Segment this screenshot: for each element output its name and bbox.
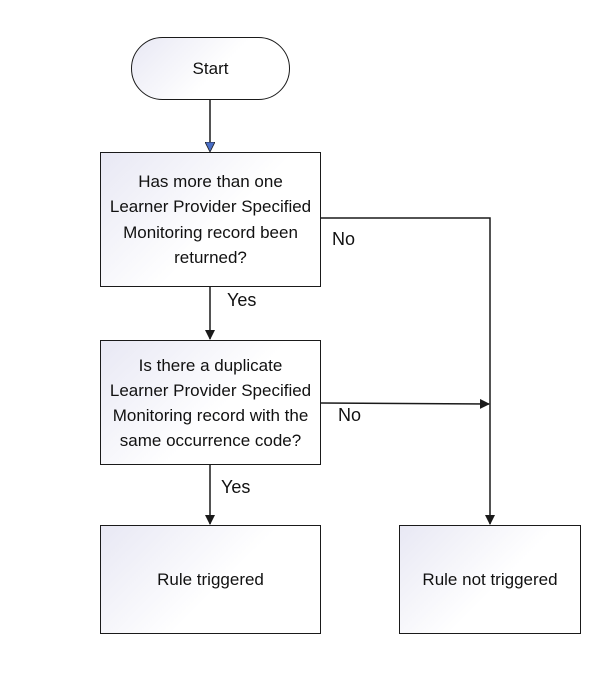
- connector-decision1-no: [321, 217, 495, 525]
- connector-decision2-no: [320, 398, 490, 409]
- outcome-rule-triggered-text: Rule triggered: [157, 569, 264, 589]
- edge-label-decision2-yes: Yes: [221, 477, 251, 497]
- decision-duplicate-occurrence-text: Is there a duplicate Learner Provider Sp…: [109, 355, 312, 450]
- edge-label-decision1-no: No: [332, 229, 356, 249]
- start-label: Start: [192, 58, 229, 78]
- edge-label-decision2-no: No: [338, 405, 362, 425]
- edge-label-decision1-yes: Yes: [227, 290, 257, 310]
- decision-multiple-records-text: Has more than one Learner Provider Speci…: [109, 171, 312, 268]
- decision-multiple-records: Has more than one Learner Provider Speci…: [100, 152, 321, 287]
- outcome-rule-not-triggered: Rule not triggered: [399, 525, 581, 634]
- decision-duplicate-occurrence: Is there a duplicate Learner Provider Sp…: [100, 340, 321, 465]
- outcome-rule-not-triggered-text: Rule not triggered: [422, 569, 558, 589]
- start-node: Start: [131, 37, 290, 100]
- outcome-rule-triggered: Rule triggered: [100, 525, 321, 634]
